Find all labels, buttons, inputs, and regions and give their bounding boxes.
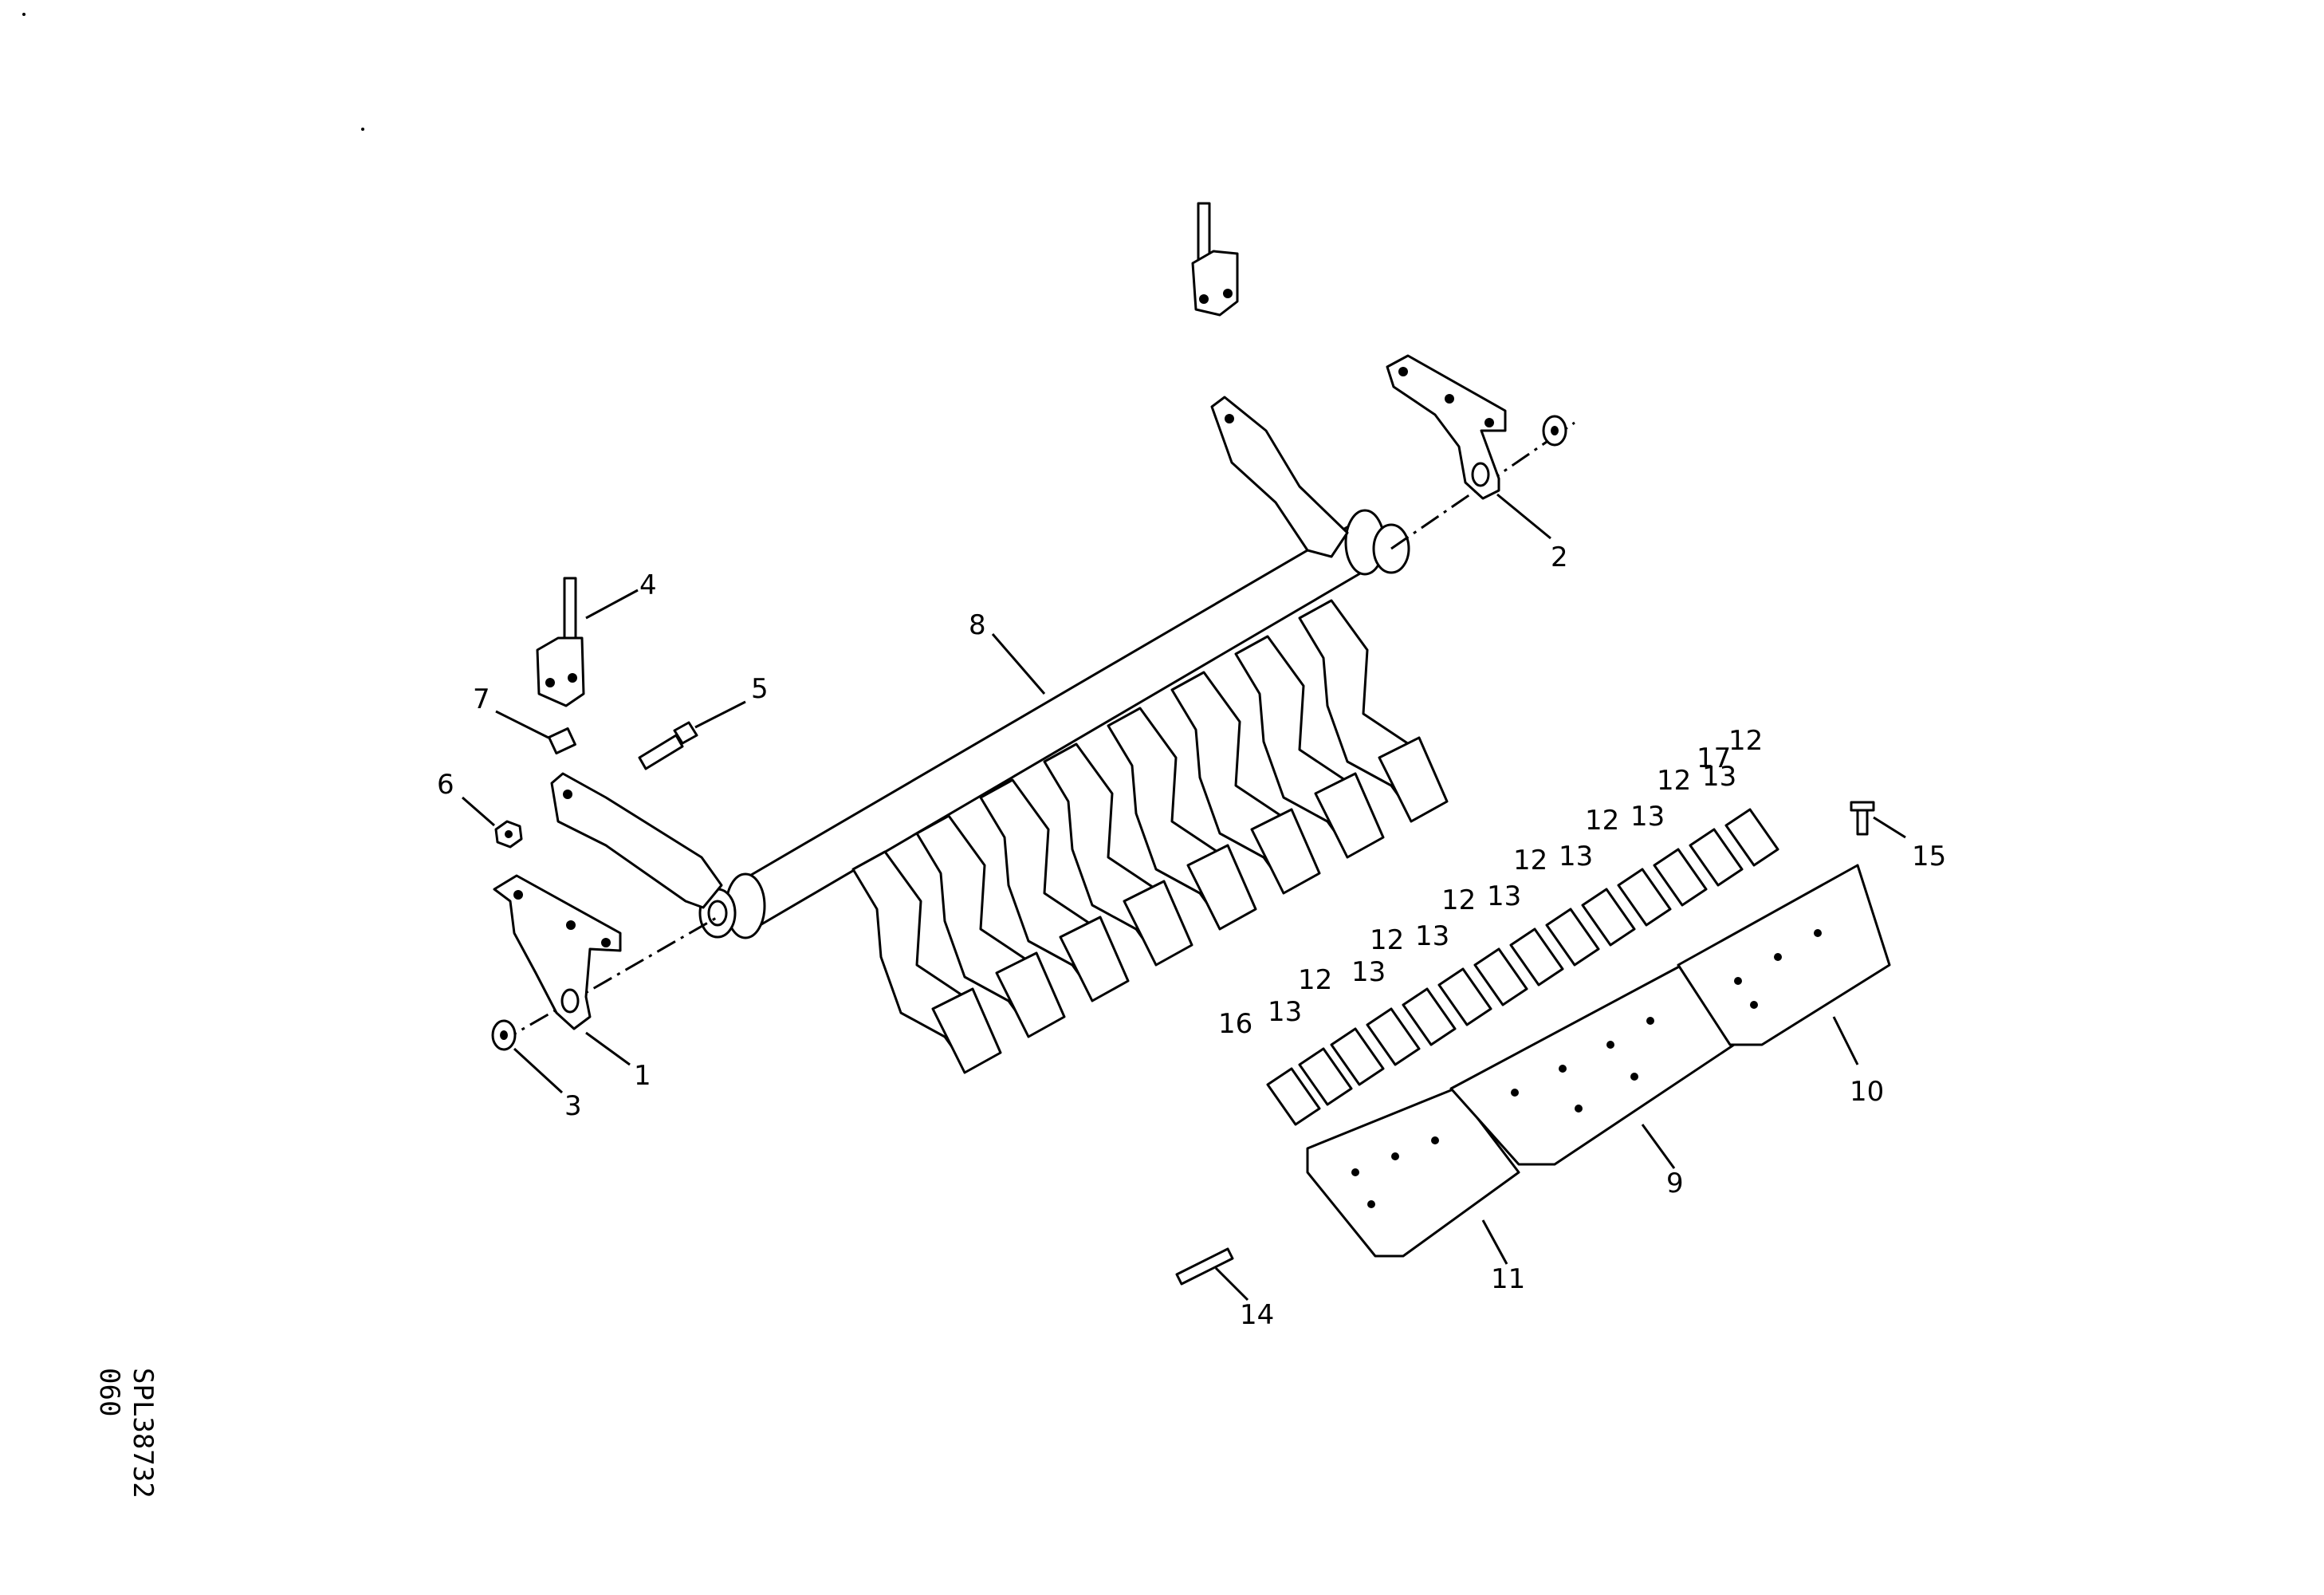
left-arm (550, 772, 723, 909)
washer-right (1542, 415, 1567, 447)
callout-12: 12 (1513, 845, 1547, 876)
rod (1175, 1247, 1234, 1286)
nut (494, 820, 523, 849)
callout-17: 17 (1697, 742, 1731, 774)
callout-12: 12 (1585, 805, 1619, 837)
callout-12: 12 (1441, 884, 1476, 916)
scraper-blade-10 (1677, 864, 1891, 1046)
callout-12: 12 (1298, 964, 1332, 996)
callout-1: 1 (634, 1060, 651, 1092)
bolt (638, 721, 698, 770)
callout-9: 9 (1666, 1168, 1684, 1199)
left-bracket (493, 874, 622, 1030)
right-bracket (1386, 354, 1507, 500)
callout-14: 14 (1240, 1299, 1274, 1331)
tine-row (851, 599, 1449, 1074)
bushing (548, 727, 576, 754)
callout-15: 15 (1912, 841, 1946, 872)
clip-row (1266, 808, 1779, 1126)
callout-13: 13 (1559, 841, 1593, 872)
washer-left (491, 1019, 517, 1051)
callout-3: 3 (564, 1090, 582, 1122)
callout-8: 8 (969, 609, 986, 641)
callout-4: 4 (639, 569, 657, 601)
callout-13: 13 (1487, 880, 1521, 912)
callout-12: 12 (1370, 924, 1404, 956)
hinge-pin-top (1191, 202, 1239, 317)
callout-13: 13 (1351, 956, 1386, 988)
hinge-pin-left (536, 577, 585, 707)
leader-lines (462, 493, 1906, 1302)
callout-13: 13 (1702, 761, 1736, 793)
callout-12: 12 (1657, 765, 1691, 797)
callout-5: 5 (751, 673, 769, 705)
callout-12: 12 (1728, 725, 1763, 757)
callout-11: 11 (1491, 1263, 1525, 1295)
scraper-blade-9 (1449, 963, 1736, 1166)
callout-labels: 1 2 3 4 5 6 7 8 9 10 11 12 12 12 12 12 1… (437, 542, 1946, 1331)
callout-7: 7 (473, 683, 490, 715)
screw (1850, 801, 1875, 836)
callout-10: 10 (1850, 1076, 1884, 1108)
right-arm (1210, 396, 1349, 558)
callout-13: 13 (1415, 920, 1449, 952)
callout-13: 13 (1630, 801, 1665, 833)
callout-2: 2 (1551, 542, 1568, 573)
callout-6: 6 (437, 769, 454, 801)
callout-13: 13 (1268, 996, 1302, 1028)
callout-16: 16 (1218, 1008, 1252, 1040)
